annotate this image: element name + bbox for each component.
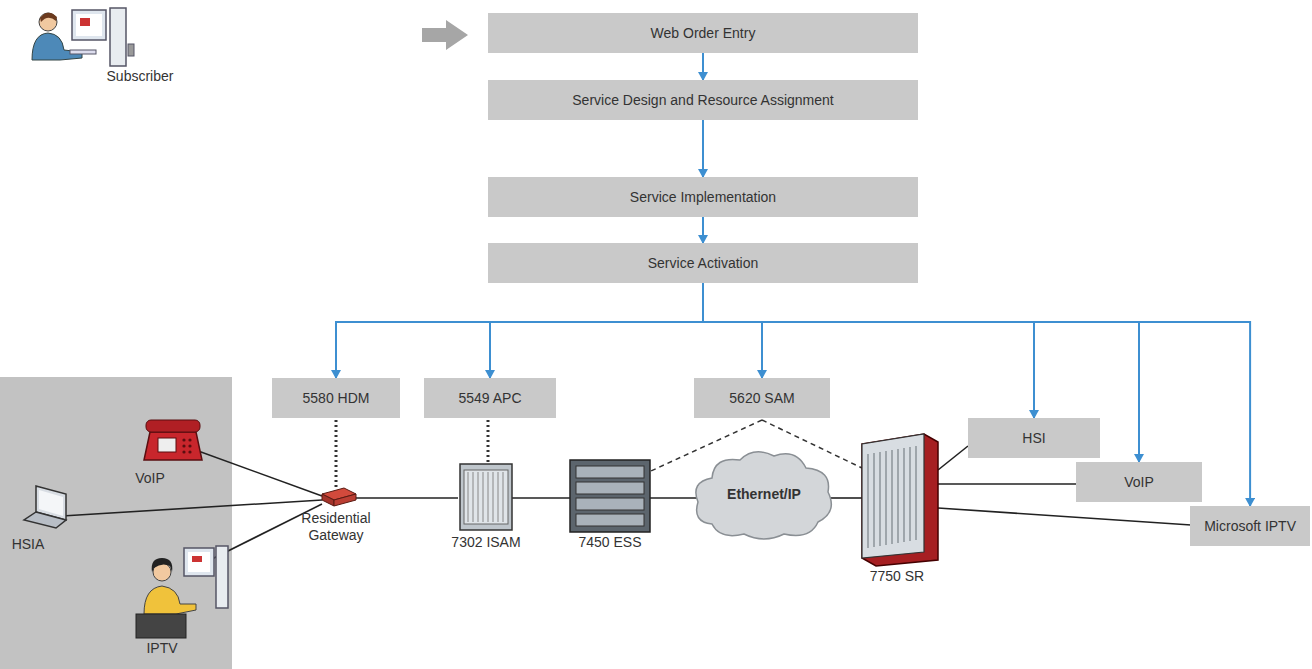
network-cloud: Ethernet/IP: [690, 446, 838, 542]
process-box: VoIP: [1076, 462, 1202, 502]
device-label: Residential Gateway: [291, 510, 381, 544]
process-box: Service Activation: [488, 243, 918, 283]
box-label: Microsoft IPTV: [1198, 518, 1302, 534]
iptv-user-icon: [136, 546, 228, 638]
flow-arrow: [422, 20, 468, 50]
process-box: Web Order Entry: [488, 13, 918, 53]
process-box: 5620 SAM: [694, 378, 830, 418]
device-label: 7450 ESS: [560, 534, 660, 551]
flow-arrow: [702, 217, 704, 243]
flow-arrow: [703, 283, 1139, 462]
box-label: 5549 APC: [452, 390, 527, 406]
device-label: Subscriber: [90, 68, 190, 85]
box-label: VoIP: [1118, 474, 1160, 490]
box-label: HSI: [1016, 430, 1051, 446]
device-label: HSIA: [0, 536, 58, 553]
home-region: [0, 377, 232, 669]
isam-chassis: [460, 464, 512, 530]
process-box: Service Design and Resource Assignment: [488, 80, 918, 120]
device-label: VoIP: [120, 470, 180, 487]
process-box: Microsoft IPTV: [1190, 506, 1310, 546]
box-label: Service Design and Resource Assignment: [566, 92, 839, 108]
process-box: 5549 APC: [424, 378, 556, 418]
box-label: Web Order Entry: [645, 25, 762, 41]
box-label: Ethernet/IP: [721, 486, 807, 502]
gateway-icon: [322, 488, 356, 506]
box-label: Service Implementation: [624, 189, 782, 205]
subscriber-icon: [32, 8, 134, 66]
flow-arrow: [702, 120, 704, 177]
box-label: Service Activation: [642, 255, 765, 271]
process-box: Service Implementation: [488, 177, 918, 217]
flow-arrow: [336, 283, 703, 378]
process-box: 5580 HDM: [272, 378, 400, 418]
process-box: HSI: [968, 418, 1100, 458]
flow-arrow: [703, 283, 762, 378]
flow-arrow: [702, 53, 704, 80]
box-label: 5620 SAM: [723, 390, 800, 406]
laptop-icon: [24, 486, 66, 528]
sr-chassis: [862, 434, 938, 566]
device-label: 7750 SR: [847, 568, 947, 585]
ess-chassis: [570, 460, 650, 532]
device-label: IPTV: [132, 640, 192, 657]
wire: [62, 446, 1206, 565]
device-label: 7302 ISAM: [436, 534, 536, 551]
phone-icon: [144, 420, 202, 460]
flow-arrow: [490, 283, 703, 378]
box-label: 5580 HDM: [297, 390, 376, 406]
flow-arrow: [703, 283, 1034, 418]
